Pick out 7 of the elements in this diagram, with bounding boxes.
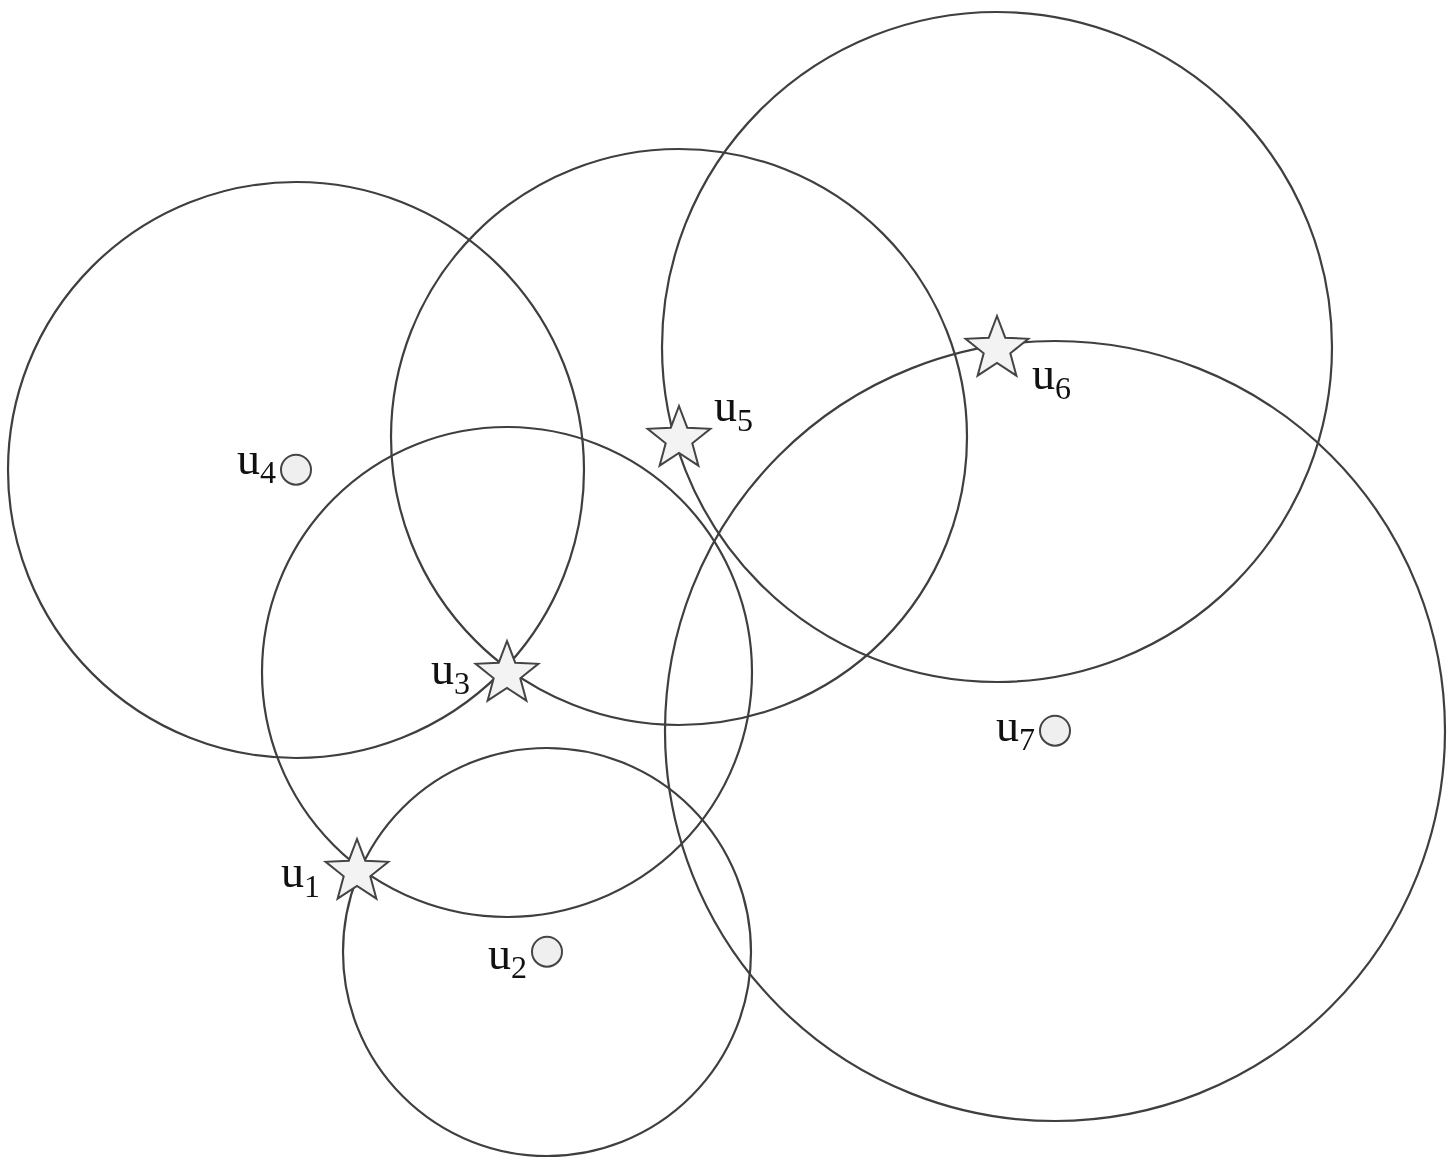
point-label: u$_{7}$ [996,702,1035,756]
point-label: u$_{4}$ [237,435,276,489]
point-label: u$_{1}$ [281,848,320,902]
point-label: u$_{6}$ [1032,350,1071,404]
point-label: u$_{2}$ [488,930,527,984]
point-label: u$_{5}$ [714,382,753,436]
point-label: u$_{3}$ [431,645,470,699]
